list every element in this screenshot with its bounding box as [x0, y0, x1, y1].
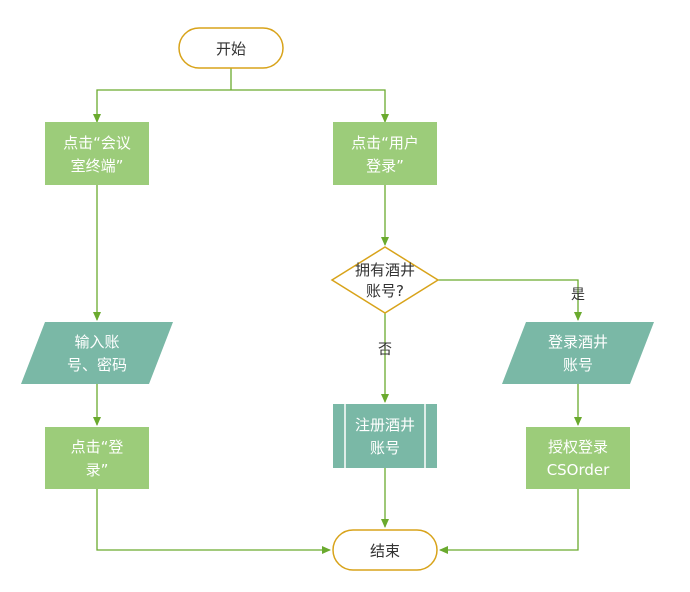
end-terminal-node: 结束 — [332, 529, 438, 571]
register-account-label-line2: 账号 — [370, 439, 400, 457]
meeting-terminal-process-node: 点击“会议 室终端” — [45, 122, 149, 185]
login-account-io-node: 登录酒井 账号 — [502, 322, 654, 384]
login-click-label-line1: 点击“登 — [71, 438, 124, 456]
user-login-label-line1: 点击“用户 — [351, 134, 419, 152]
edge-split-to-user-login — [231, 89, 389, 123]
user-login-process-node: 点击“用户 登录” — [333, 122, 437, 185]
edge-decision-yes-to-login-account — [438, 279, 582, 321]
edge-label-no: 否 — [378, 342, 392, 358]
edge-label-yes: 是 — [571, 287, 585, 303]
start-terminal-node: 开始 — [178, 27, 284, 69]
register-account-label-line1: 注册酒井 — [355, 416, 415, 434]
input-credentials-label-line2: 号、密码 — [67, 356, 127, 374]
edge-authorize-to-end — [439, 489, 579, 554]
has-account-label-line1: 拥有酒井 — [355, 261, 415, 279]
login-account-label-line1: 登录酒井 — [548, 333, 608, 351]
has-account-label-line2: 账号? — [366, 282, 404, 300]
meeting-terminal-label-line1: 点击“会议 — [63, 134, 131, 152]
register-account-subprocess-node: 注册酒井 账号 — [333, 404, 437, 468]
login-account-label-line2: 账号 — [563, 356, 593, 374]
edge-split-to-meeting-terminal — [93, 89, 231, 123]
end-label: 结束 — [370, 542, 400, 560]
authorize-login-label-line2: CSOrder — [547, 461, 610, 479]
start-label: 开始 — [216, 40, 246, 58]
edge-login-click-to-end — [96, 489, 331, 554]
authorize-login-process-node: 授权登录 CSOrder — [526, 427, 630, 489]
login-click-process-node: 点击“登 录” — [45, 427, 149, 489]
authorize-login-label-line1: 授权登录 — [548, 438, 608, 456]
meeting-terminal-label-line2: 室终端” — [71, 157, 124, 175]
user-login-label-line2: 登录” — [366, 157, 404, 175]
input-credentials-label-line1: 输入账 — [74, 333, 119, 351]
has-account-decision-node: 拥有酒井 账号? — [330, 246, 440, 314]
login-click-label-line2: 录” — [86, 461, 109, 479]
input-credentials-io-node: 输入账 号、密码 — [21, 322, 173, 384]
